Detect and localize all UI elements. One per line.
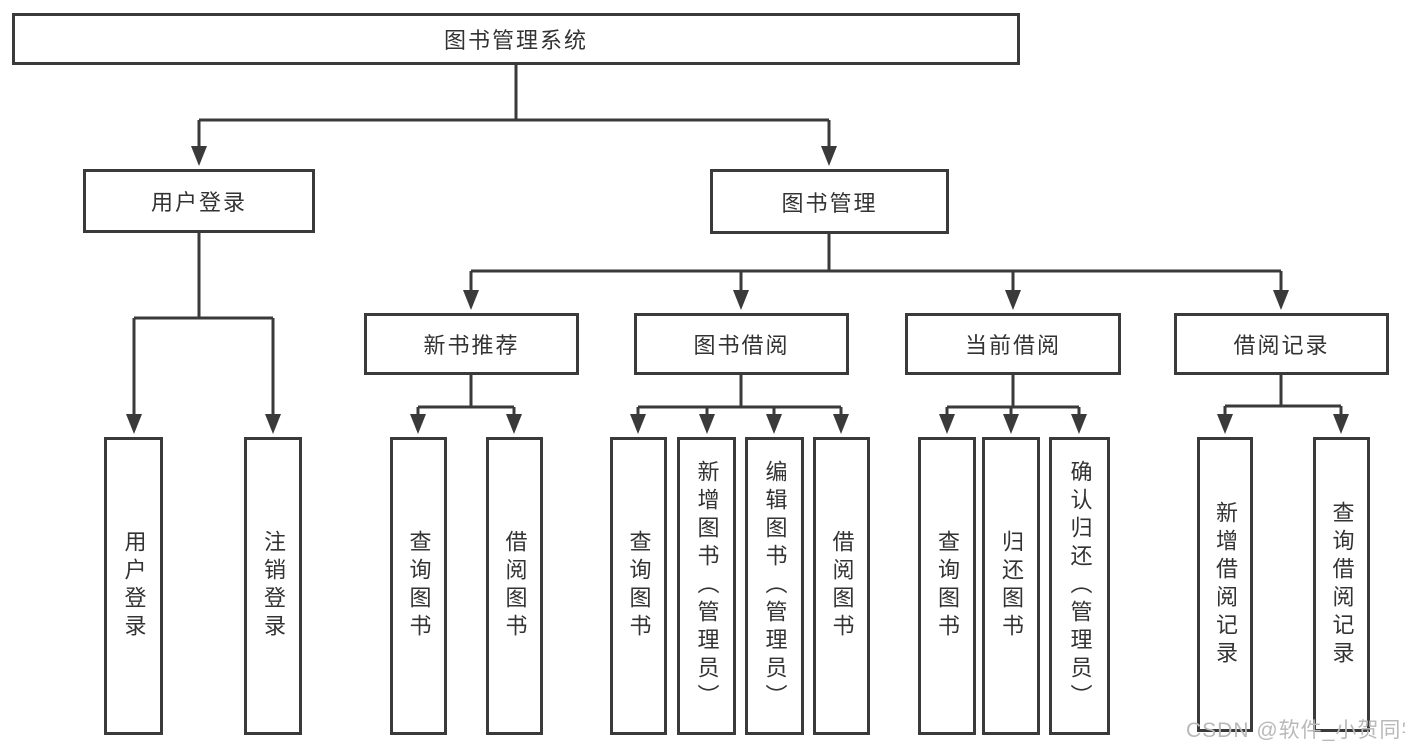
- leaf-records-add-record: 新增借阅记录: [1197, 437, 1253, 732]
- leaf-borrow-query-books: 查询图书: [610, 437, 667, 735]
- leaf-borrow-add-books: 新增图书（管理员）: [677, 437, 736, 735]
- node-root: 图书管理系统: [12, 13, 1020, 65]
- leaf-rec-query-books: 查询图书: [390, 437, 447, 735]
- node-new-book-recommend: 新书推荐: [364, 313, 579, 375]
- leaf-current-confirm-return: 确认归还（管理员）: [1049, 437, 1110, 735]
- node-current-borrow: 当前借阅: [905, 313, 1121, 375]
- leaf-borrow-edit-books: 编辑图书（管理员）: [745, 437, 804, 735]
- leaf-rec-borrow-books: 借阅图书: [486, 437, 543, 735]
- node-book-management: 图书管理: [710, 169, 949, 234]
- leaf-borrow-borrow-books: 借阅图书: [813, 437, 870, 735]
- node-book-borrow: 图书借阅: [634, 313, 849, 375]
- leaf-records-query-record: 查询借阅记录: [1313, 437, 1370, 732]
- watermark: CSDN @软件_小贺同学: [1186, 719, 1405, 742]
- leaf-current-return-books: 归还图书: [982, 437, 1040, 735]
- leaf-logout: 注销登录: [244, 437, 302, 735]
- leaf-user-login: 用户登录: [104, 437, 163, 735]
- node-user-login: 用户登录: [83, 169, 315, 233]
- node-borrow-records: 借阅记录: [1174, 313, 1389, 375]
- leaf-current-query-books: 查询图书: [918, 437, 976, 735]
